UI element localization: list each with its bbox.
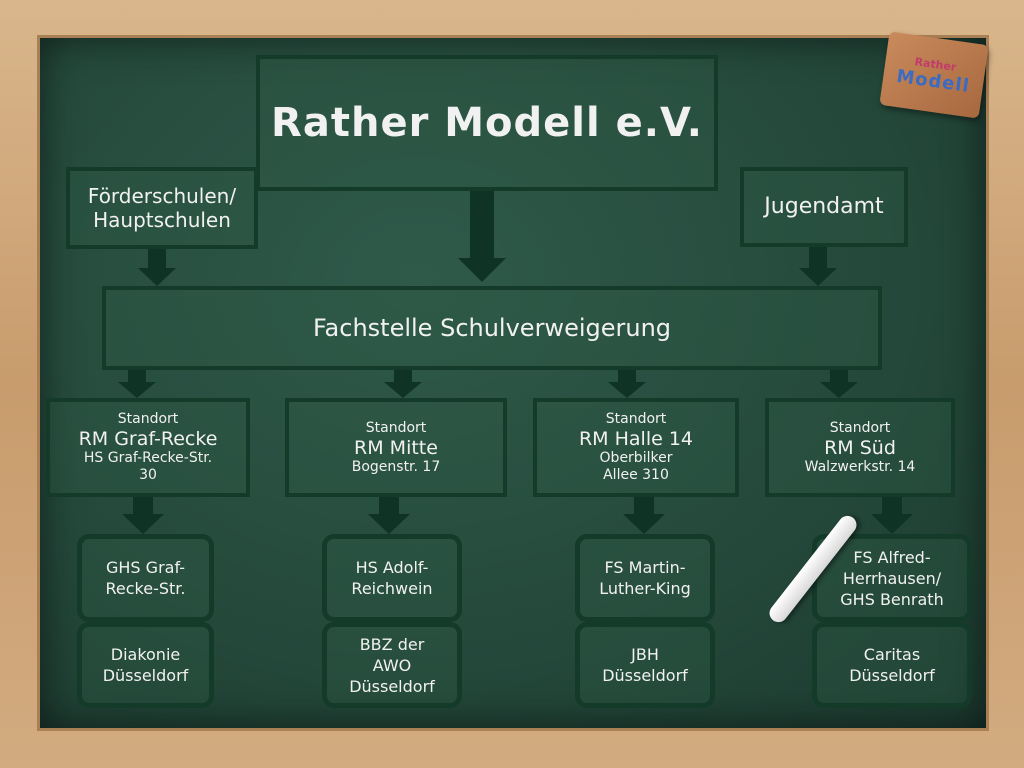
jugendamt-label: Jugendamt	[764, 194, 884, 219]
arrow-fachstelle-loc3	[608, 370, 646, 398]
foerderschulen-line1: Förderschulen/	[87, 184, 237, 208]
school-label: FS Martin- Luther-King	[599, 558, 691, 598]
school-label: FS Alfred- Herrhausen/ GHS Benrath	[840, 547, 944, 609]
arrow-loc3-school3	[623, 497, 665, 534]
location-address: Walzwerkstr. 14	[804, 458, 916, 475]
partner-bbz-awo: BBZ der AWO Düsseldorf	[322, 622, 462, 708]
location-name: RM Mitte	[354, 436, 438, 459]
arrow-loc2-school2	[368, 497, 410, 534]
arrow-fachstelle-loc1	[118, 370, 156, 398]
school-label: HS Adolf- Reichwein	[351, 558, 433, 598]
school-ghs-graf-recke: GHS Graf- Recke-Str.	[77, 534, 214, 622]
partner-label: Caritas Düsseldorf	[849, 645, 935, 685]
foerderschulen-box: Förderschulen/ Hauptschulen	[66, 167, 258, 249]
fachstelle-box: Fachstelle Schulverweigerung	[102, 286, 882, 370]
location-address: HS Graf-Recke-Str. 30	[83, 450, 213, 483]
location-sued: Standort RM Süd Walzwerkstr. 14	[765, 398, 955, 497]
location-prefix: Standort	[365, 419, 427, 436]
arrow-loc4-school4	[871, 497, 913, 534]
arrow-foerderschulen-down	[138, 249, 176, 286]
location-mitte: Standort RM Mitte Bogenstr. 17	[285, 398, 507, 497]
arrow-title-down	[458, 191, 506, 282]
school-label: GHS Graf- Recke-Str.	[105, 558, 186, 598]
foerderschulen-line2: Hauptschulen	[93, 208, 231, 232]
location-name: RM Halle 14	[578, 428, 694, 450]
location-name: RM Süd	[824, 436, 896, 459]
partner-diakonie: Diakonie Düsseldorf	[77, 622, 214, 708]
fachstelle-label: Fachstelle Schulverweigerung	[312, 314, 672, 342]
partner-label: BBZ der AWO Düsseldorf	[349, 634, 435, 696]
location-prefix: Standort	[829, 419, 891, 436]
partner-jbh: JBH Düsseldorf	[575, 622, 715, 708]
arrow-fachstelle-loc4	[820, 370, 858, 398]
location-prefix: Standort	[605, 411, 667, 427]
organization-title: Rather Modell e.V.	[271, 100, 703, 146]
jugendamt-box: Jugendamt	[740, 167, 908, 247]
arrow-loc1-school1	[122, 497, 164, 534]
arrow-fachstelle-loc2	[384, 370, 422, 398]
arrow-jugendamt-down	[799, 247, 837, 286]
location-prefix: Standort	[117, 411, 179, 427]
location-address: Bogenstr. 17	[351, 458, 441, 475]
partner-caritas: Caritas Düsseldorf	[812, 622, 972, 708]
location-graf-recke: Standort RM Graf-Recke HS Graf-Recke-Str…	[46, 398, 250, 497]
partner-label: JBH Düsseldorf	[602, 645, 688, 685]
location-halle-14: Standort RM Halle 14 Oberbilker Allee 31…	[533, 398, 739, 497]
organization-title-box: Rather Modell e.V.	[256, 55, 718, 191]
location-name: RM Graf-Recke	[78, 428, 218, 450]
school-fs-martin-luther-king: FS Martin- Luther-King	[575, 534, 715, 622]
location-address: Oberbilker Allee 310	[599, 450, 673, 483]
school-hs-adolf-reichwein: HS Adolf- Reichwein	[322, 534, 462, 622]
partner-label: Diakonie Düsseldorf	[102, 645, 189, 685]
